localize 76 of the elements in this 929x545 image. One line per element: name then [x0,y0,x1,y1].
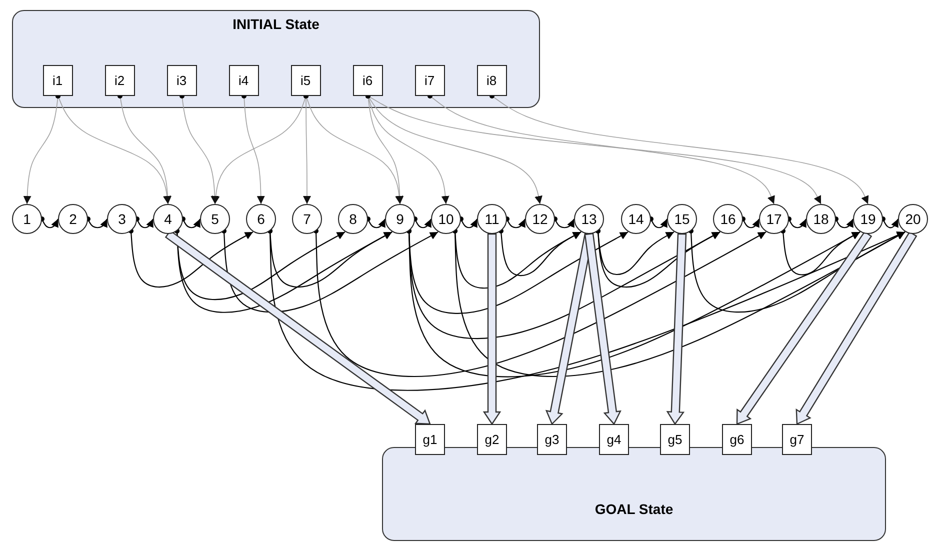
state-box: g7 [782,424,812,455]
step-circle: 4 [153,204,183,234]
arrow [428,94,775,204]
arrow [452,228,906,378]
step-circle: 16 [713,204,743,234]
step-circle: 14 [621,204,651,234]
state-box: i6 [352,64,382,96]
arrow [314,228,766,378]
arrow [740,216,760,228]
state-box: i4 [228,64,258,96]
panel-title: GOAL State [594,501,674,517]
panel-title: INITIAL State [232,16,320,32]
state-box: i8 [476,64,506,96]
arrow [134,216,154,228]
arrow [118,94,172,204]
state-box: i7 [414,64,444,96]
step-circle: 19 [853,204,883,234]
arrow [834,216,854,228]
step-circle: 15 [667,204,697,234]
arrow [242,94,265,204]
state-panel [382,447,886,541]
state-box: g1 [415,424,445,455]
arrow [596,228,720,288]
block-arrow [796,231,918,425]
arrow [86,216,108,228]
state-box: i1 [42,64,72,96]
arrow [458,216,478,228]
step-circle: 2 [58,204,88,234]
state-box: g4 [599,424,629,455]
block-arrow [666,233,687,426]
state-box: i5 [290,64,320,96]
step-circle: 11 [477,204,507,234]
arrow [504,216,526,228]
arrow [688,228,906,313]
arrow [222,228,438,313]
arrow [180,216,200,228]
arrow [366,94,822,204]
step-circle: 20 [898,204,928,234]
arrow [56,94,171,204]
step-circle: 5 [200,204,230,234]
arrow [406,228,860,378]
arrow [366,216,386,228]
arrow [128,228,254,288]
arrow [40,216,58,228]
state-panel [12,10,540,108]
state-box: g3 [537,424,567,455]
state-box: i2 [104,64,134,96]
step-circle: 8 [338,204,368,234]
arrow [786,216,806,228]
step-circle: 12 [525,204,555,234]
block-arrow [482,233,502,426]
arrow [304,94,404,204]
step-circle: 3 [107,204,137,234]
state-box: g6 [722,424,752,455]
step-circle: 7 [292,204,322,234]
step-circle: 10 [431,204,461,234]
step-circle: 13 [574,204,604,234]
block-arrow [584,232,622,426]
step-circle: 6 [246,204,276,234]
arrow [490,94,869,204]
state-box: i3 [166,64,196,96]
arrow [880,216,898,228]
step-circle: 9 [385,204,415,234]
block-arrow [736,230,872,425]
step-circle: 1 [12,204,42,234]
arrow [498,228,582,276]
arrow [412,216,432,228]
state-box: g5 [660,424,690,455]
arrow [648,216,668,228]
step-circle: 17 [759,204,789,234]
arrow [552,216,574,228]
step-circle: 18 [806,204,836,234]
arrow [180,94,219,204]
arrow [780,228,860,276]
state-box: g2 [477,424,507,455]
arrow [268,228,906,391]
